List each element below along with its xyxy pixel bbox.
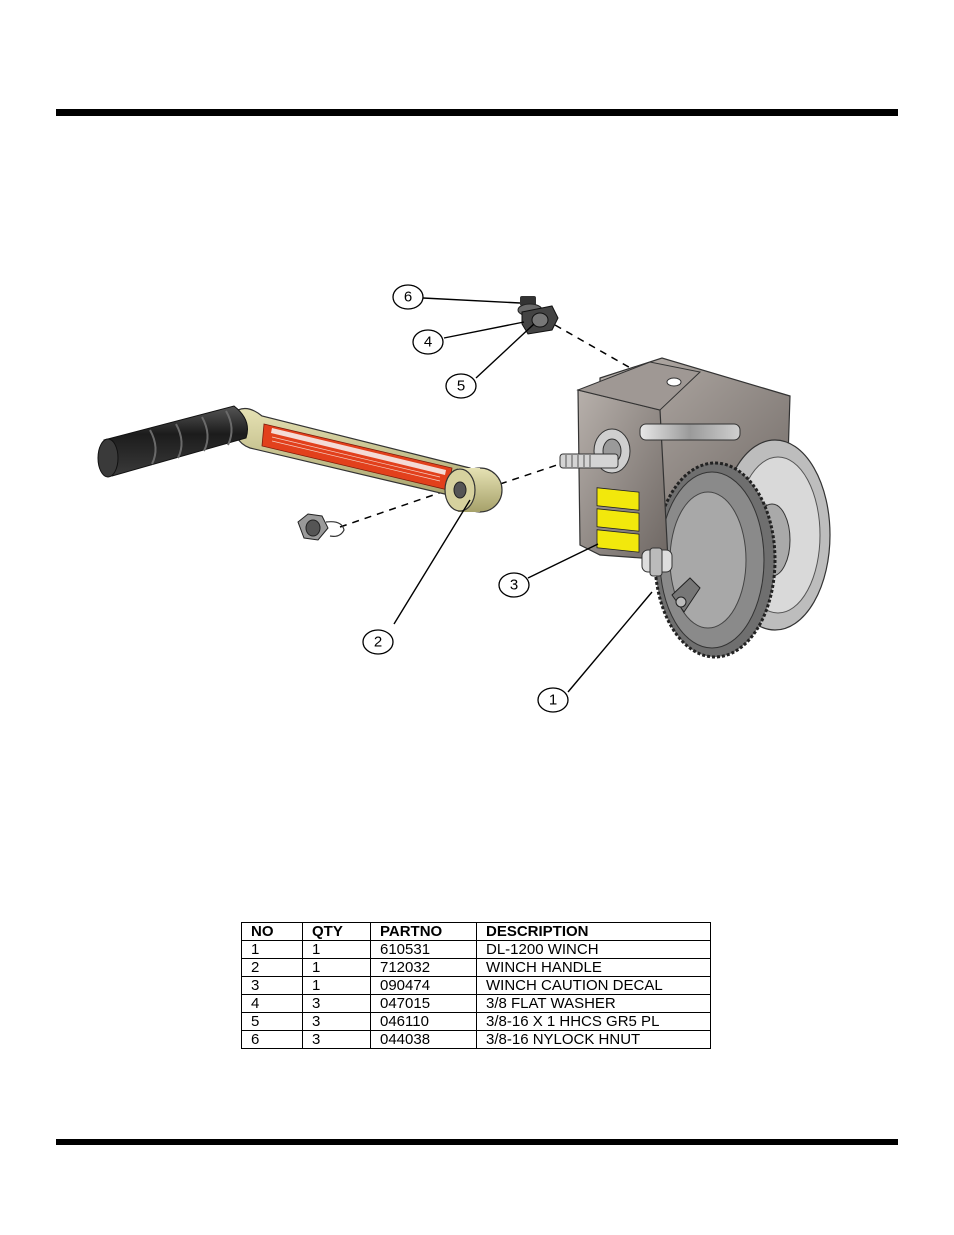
cell-description: 3/8-16 X 1 HHCS GR5 PL <box>476 1012 711 1031</box>
winch-assembly <box>559 357 831 659</box>
cell-no: 4 <box>241 994 303 1013</box>
cell-partno: 044038 <box>370 1030 477 1049</box>
callout-5 <box>445 373 477 399</box>
callout-3 <box>498 572 530 598</box>
parts-table: NO QTY PARTNO DESCRIPTION 1 1 610531 DL-… <box>241 922 711 1049</box>
cell-partno: 712032 <box>370 958 477 977</box>
table-row: 3 1 090474 WINCH CAUTION DECAL <box>241 976 711 995</box>
winch-gear <box>653 461 777 659</box>
callout-1-label: 1 <box>549 692 557 709</box>
cell-qty: 3 <box>302 1012 371 1031</box>
callout-balloons <box>362 284 569 713</box>
table-row: 1 1 610531 DL-1200 WINCH <box>241 940 711 959</box>
input-shaft <box>559 453 619 469</box>
cell-description: WINCH CAUTION DECAL <box>476 976 711 995</box>
cell-description: DL-1200 WINCH <box>476 940 711 959</box>
exploded-winch-diagram: 6 4 5 2 3 1 <box>97 284 831 713</box>
header-no: NO <box>241 922 303 941</box>
handle-grip <box>103 405 248 477</box>
cell-description: 3/8-16 NYLOCK HNUT <box>476 1030 711 1049</box>
cell-qty: 3 <box>302 1030 371 1049</box>
callout-6 <box>392 284 424 310</box>
cell-partno: 047015 <box>370 994 477 1013</box>
callout-2 <box>362 629 394 655</box>
cell-description: 3/8 FLAT WASHER <box>476 994 711 1013</box>
table-header-row: NO QTY PARTNO DESCRIPTION <box>241 922 711 941</box>
table-row: 4 3 047015 3/8 FLAT WASHER <box>241 994 711 1013</box>
cell-no: 1 <box>241 940 303 959</box>
cell-partno: 046110 <box>370 1012 477 1031</box>
callout-2-label: 2 <box>374 634 382 651</box>
callout-5-label: 5 <box>457 378 465 395</box>
header-qty: QTY <box>302 922 371 941</box>
fastener-stack <box>517 296 559 335</box>
cell-qty: 3 <box>302 994 371 1013</box>
winch-handle <box>97 405 503 513</box>
header-partno: PARTNO <box>370 922 477 941</box>
cell-partno: 610531 <box>370 940 477 959</box>
table-row: 6 3 044038 3/8-16 NYLOCK HNUT <box>241 1030 711 1049</box>
cell-no: 5 <box>241 1012 303 1031</box>
assembly-lines <box>339 324 649 528</box>
callout-leaders <box>393 297 653 693</box>
cell-no: 6 <box>241 1030 303 1049</box>
cell-qty: 1 <box>302 976 371 995</box>
cell-description: WINCH HANDLE <box>476 958 711 977</box>
callout-4-label: 4 <box>424 334 432 351</box>
footer-rule <box>56 1139 898 1145</box>
cell-qty: 1 <box>302 958 371 977</box>
callout-3-label: 3 <box>510 577 518 594</box>
table-row: 5 3 046110 3/8-16 X 1 HHCS GR5 PL <box>241 1012 711 1031</box>
callout-6-label: 6 <box>404 289 412 306</box>
cell-no: 3 <box>241 976 303 995</box>
callout-1 <box>537 687 569 713</box>
table-row: 2 1 712032 WINCH HANDLE <box>241 958 711 977</box>
header-rule <box>56 109 898 116</box>
caution-decals <box>596 487 640 553</box>
handle-nut <box>297 513 345 541</box>
header-description: DESCRIPTION <box>476 922 711 941</box>
cell-partno: 090474 <box>370 976 477 995</box>
cell-qty: 1 <box>302 940 371 959</box>
cell-no: 2 <box>241 958 303 977</box>
callout-4 <box>412 329 444 355</box>
